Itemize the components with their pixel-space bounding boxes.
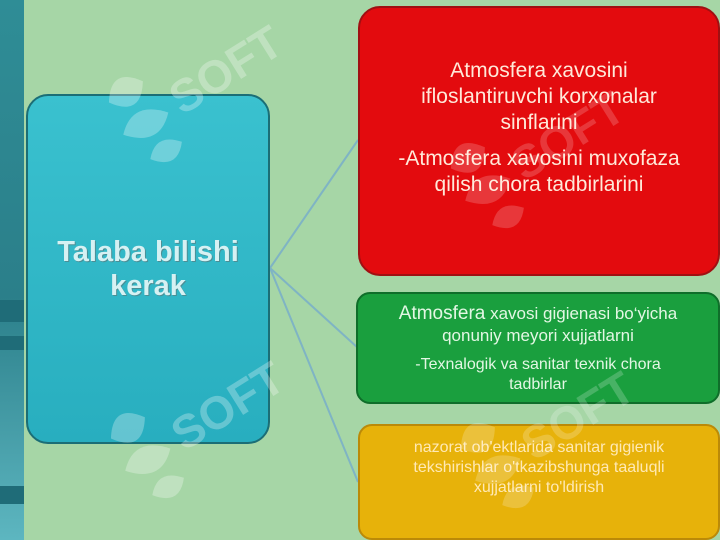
yellow-text-line: xujjatlarni to'ldirish <box>473 479 605 496</box>
main-topic-title: Talaba bilishi kerak <box>38 235 258 303</box>
red-text-line: qilish chora tadbirlarini <box>434 173 644 196</box>
main-topic-line: Talaba bilishi <box>57 236 239 268</box>
yellow-topic-box: nazorat ob'ektlarida sanitar gigienik te… <box>358 424 720 540</box>
green-text-rest: xavosi gigienasi bo‘yicha <box>485 304 678 323</box>
green-text-line: tadbirlar <box>509 376 567 393</box>
connector-to-red <box>269 139 359 269</box>
main-topic-line: kerak <box>110 270 186 302</box>
strip-band <box>0 486 24 504</box>
connector-to-green <box>269 267 359 349</box>
strip-band <box>0 300 24 322</box>
main-topic-box: Talaba bilishi kerak <box>26 94 270 444</box>
red-text-line: Atmosfera xavosini <box>450 59 628 82</box>
strip-band <box>0 336 24 350</box>
yellow-text-line: tekshirishlar o'tkazibshunga taaluqli <box>413 459 665 476</box>
red-topic-box: Atmosfera xavosini ifloslantiruvchi korx… <box>358 6 720 276</box>
green-text-line: qonuniy meyori xujjatlarni <box>442 326 634 345</box>
red-text-line: ifloslantiruvchi korxonalar <box>421 85 657 108</box>
left-decor-strip <box>0 0 24 540</box>
green-text-line: Atmosfera xavosi gigienasi bo‘yicha <box>368 303 708 325</box>
red-text-line: sinflarini <box>500 111 578 134</box>
yellow-text-line: nazorat ob'ektlarida sanitar gigienik <box>413 439 665 456</box>
red-text-line: -Atmosfera xavosini muxofaza <box>398 147 680 170</box>
connector-to-yellow <box>269 267 359 483</box>
green-topic-box: Atmosfera xavosi gigienasi bo‘yicha qonu… <box>356 292 720 404</box>
green-text-lead: Atmosfera <box>398 303 486 324</box>
green-text-line: -Texnalogik va sanitar texnik chora <box>415 356 661 373</box>
